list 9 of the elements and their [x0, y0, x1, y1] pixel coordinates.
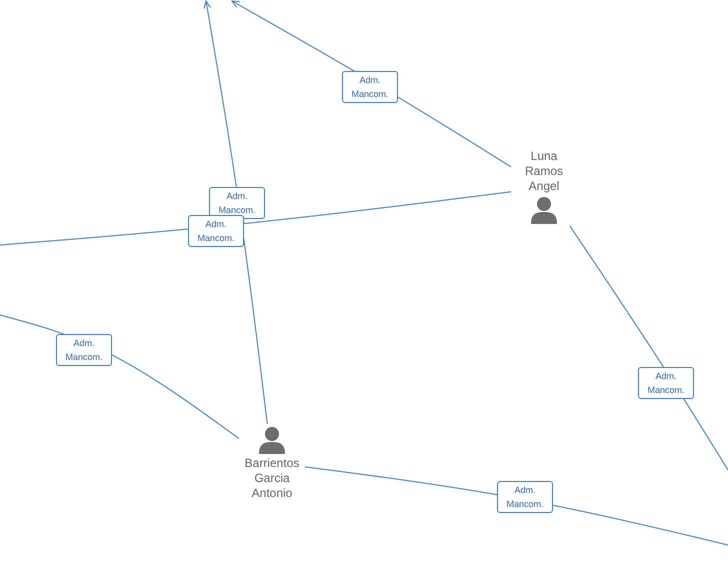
edge-label: Adm. Mancom. — [188, 215, 244, 247]
edge-label: Adm. Mancom. — [497, 481, 553, 513]
edge-label: Adm. Mancom. — [56, 334, 112, 366]
person-name: Barrientos Garcia Antonio — [244, 456, 300, 501]
connector-line — [0, 191, 512, 246]
edge-label: Adm. Mancom. — [209, 187, 265, 219]
person-name: Luna Ramos Angel — [524, 149, 564, 194]
edge-label: Adm. Mancom. — [638, 367, 694, 399]
edge-label: Adm. Mancom. — [342, 71, 398, 103]
